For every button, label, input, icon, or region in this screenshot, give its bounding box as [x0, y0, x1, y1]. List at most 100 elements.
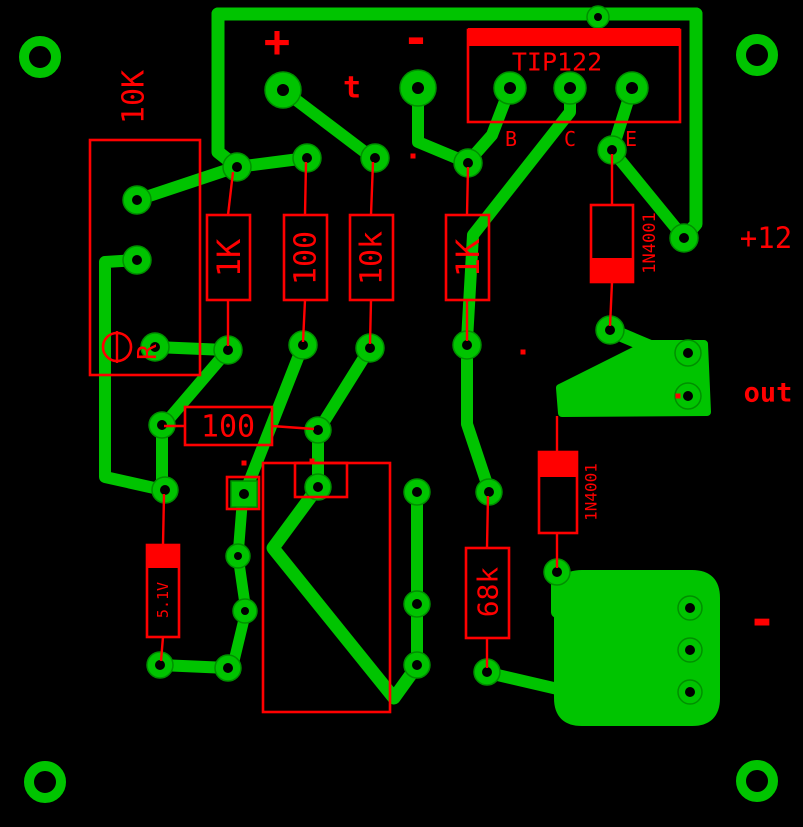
pad-hole [564, 82, 576, 94]
component-lead [301, 299, 307, 343]
mounting-hole [24, 761, 66, 803]
component-lead [226, 171, 235, 216]
pad-hole [155, 660, 165, 670]
component-lead [159, 636, 165, 662]
pad-hole [365, 343, 375, 353]
component-lead [465, 166, 470, 216]
component-notch-outline [293, 461, 349, 499]
label-plus-input: + [264, 17, 291, 68]
label-resistor-r2: 100 [289, 231, 324, 285]
component-lead [303, 161, 308, 216]
label-pot-ref: R [133, 344, 163, 360]
copper-trace [314, 342, 376, 434]
silkscreen-dot [309, 458, 315, 464]
mounting-holes [19, 34, 778, 803]
small-square-outline [225, 475, 261, 511]
label-resistor-r1: 1K [210, 238, 248, 277]
copper-trace [461, 339, 495, 496]
label-pin-c: C [564, 127, 576, 151]
copper-trace [266, 480, 424, 705]
label-resistor-r4: 1K [449, 238, 487, 277]
mounting-hole [736, 34, 778, 76]
pad-hole [685, 603, 695, 613]
label-out: out [744, 378, 793, 409]
pad-hole [484, 487, 494, 497]
component-lead [271, 424, 315, 431]
copper-trace [99, 254, 169, 496]
label-minus-input: - [402, 11, 430, 65]
potentiometer-outline [88, 138, 202, 377]
pad-hole [626, 82, 638, 94]
label-resistor-r6: 68k [472, 567, 505, 618]
copper-trace [240, 339, 309, 496]
pad-hole [504, 82, 516, 94]
pad-hole [605, 325, 615, 335]
component-lead [368, 299, 373, 345]
silkscreen-labels: + - t TIP122 B C E 10K R 1K 100 10k 1K 1… [117, 11, 793, 648]
silkscreen-dot [410, 153, 416, 159]
label-minus-rail: - [748, 592, 777, 648]
tip122-top-bar [468, 28, 680, 46]
label-pin-e: E [625, 127, 637, 151]
component-lead [161, 493, 166, 546]
pad-hole [313, 425, 323, 435]
copper-trace [483, 667, 568, 696]
silkscreen-dot [241, 460, 247, 466]
label-t-mark: t [343, 71, 361, 106]
pad-hole [412, 487, 422, 497]
mounting-hole [736, 760, 778, 802]
pad-hole [462, 340, 472, 350]
zener-cathode-band [147, 545, 179, 568]
component-lead [608, 281, 614, 327]
pad-hole [594, 13, 602, 21]
pad-hole [239, 489, 249, 499]
square-pad-group [230, 480, 258, 508]
mounting-hole [19, 36, 61, 78]
copper-pour-out [556, 340, 711, 417]
copper-pour-minus [554, 570, 720, 726]
pad-hole [302, 153, 312, 163]
copper-trace [606, 144, 690, 244]
label-resistor-r3: 10k [355, 231, 390, 285]
diode-d2-cathode-band [539, 452, 577, 477]
pad-hole [150, 342, 160, 352]
pad-hole [160, 485, 170, 495]
pad-hole [685, 645, 695, 655]
pad-hole [313, 482, 323, 492]
label-diode-d2: 1N4001 [582, 463, 601, 521]
pad-hole [412, 599, 422, 609]
component-lead [485, 495, 490, 549]
pad-hole [223, 663, 233, 673]
pad-hole [685, 687, 695, 697]
pad-hole [552, 567, 562, 577]
label-pot-value: 10K [117, 70, 152, 124]
label-pin-b: B [505, 127, 517, 151]
pad-hole [412, 660, 422, 670]
copper-trace [211, 7, 244, 174]
silkscreen-dot [520, 349, 526, 355]
pad-hole [482, 667, 492, 677]
pad-hole [234, 552, 242, 560]
pad-hole [298, 340, 308, 350]
label-zener: 5.1V [154, 582, 172, 618]
pad-hole [241, 607, 249, 615]
silkscreen-dot [675, 393, 681, 399]
diode-d1-cathode-band [591, 258, 633, 282]
pad-hole [223, 345, 233, 355]
pad-hole [679, 233, 689, 243]
copper-trace [131, 164, 233, 206]
label-plus12-rail: +12 [740, 221, 792, 255]
component-lead [369, 161, 375, 216]
label-diode-d1: 1N4001 [640, 212, 660, 273]
pad-hole [607, 145, 617, 155]
pad-hole [683, 391, 693, 401]
pad-hole [232, 162, 242, 172]
pad-hole [157, 420, 167, 430]
pad-hole [277, 84, 289, 96]
pad-hole [370, 153, 380, 163]
potentiometer-symbol [101, 331, 133, 363]
solder-pads-layer [122, 5, 703, 705]
copper-trace [162, 344, 234, 426]
